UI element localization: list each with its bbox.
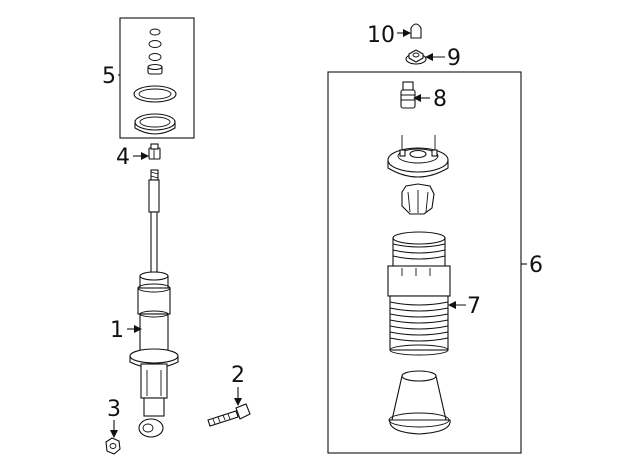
air-spring-bellows — [387, 231, 451, 356]
seal-kit-box — [119, 17, 195, 139]
bumper — [401, 183, 435, 215]
callout-2: 2 — [231, 363, 245, 388]
callout-5: 5 — [102, 64, 116, 89]
bolt — [207, 403, 251, 427]
callout-9: 9 — [447, 46, 461, 71]
callout-1: 1 — [110, 318, 124, 343]
callout-4: 4 — [116, 145, 130, 170]
callout-8: 8 — [433, 87, 447, 112]
callout-3: 3 — [107, 397, 121, 422]
leader-lines — [110, 29, 527, 438]
dust-boot — [388, 370, 451, 435]
callout-6: 6 — [529, 253, 543, 278]
shock-absorber — [129, 169, 179, 438]
lower-nut — [105, 437, 121, 455]
upper-nut — [148, 143, 161, 160]
air-spring-box — [327, 71, 522, 454]
callout-10: 10 — [367, 23, 395, 48]
callout-7: 7 — [467, 294, 481, 319]
valve — [400, 81, 416, 109]
upper-mount — [387, 135, 449, 178]
cap — [410, 23, 422, 39]
flange-nut — [405, 49, 427, 65]
